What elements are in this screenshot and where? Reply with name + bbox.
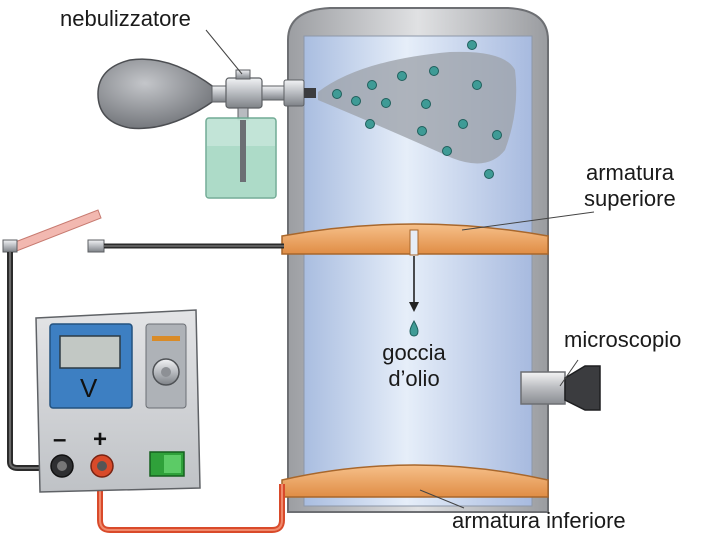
droplet xyxy=(421,99,431,109)
voltmeter-unit: V xyxy=(80,373,98,403)
nebulizer xyxy=(97,58,316,199)
droplet xyxy=(467,40,477,50)
microscope xyxy=(520,365,601,411)
droplet xyxy=(492,130,502,140)
power-supply xyxy=(35,309,201,493)
minus-label: – xyxy=(53,426,67,453)
chamber xyxy=(281,7,549,513)
lower-plate xyxy=(281,464,549,498)
droplet xyxy=(365,119,375,129)
droplet xyxy=(417,126,427,136)
label-nebulizer: nebulizzatore xyxy=(60,6,191,31)
fall-arrowhead xyxy=(409,302,419,312)
droplet xyxy=(429,66,439,76)
label-oil-drop-line2: d’olio xyxy=(388,366,440,391)
droplet xyxy=(332,89,342,99)
label-upper-plate-line1: armatura xyxy=(586,160,675,185)
droplet xyxy=(351,96,361,106)
spray-cloud xyxy=(318,51,517,164)
nebulizer-bulb xyxy=(97,58,216,130)
lever-switch xyxy=(2,209,102,253)
droplet xyxy=(484,169,494,179)
upper-plate xyxy=(281,223,549,256)
droplet xyxy=(458,119,468,129)
voltmeter-display xyxy=(59,335,121,369)
label-microscope: microscopio xyxy=(564,327,682,352)
label-lower-plate: armatura inferiore xyxy=(452,508,626,533)
label-oil-drop-line1: goccia xyxy=(382,340,446,365)
oil-droplets xyxy=(332,40,502,179)
plus-label: + xyxy=(93,426,108,453)
droplet xyxy=(367,80,377,90)
droplet xyxy=(442,146,452,156)
oil-drop xyxy=(409,319,419,337)
droplet xyxy=(397,71,407,81)
leader-lines xyxy=(205,29,595,509)
label-upper-plate-line2: superiore xyxy=(584,186,676,211)
droplet xyxy=(381,98,391,108)
droplet xyxy=(472,80,482,90)
